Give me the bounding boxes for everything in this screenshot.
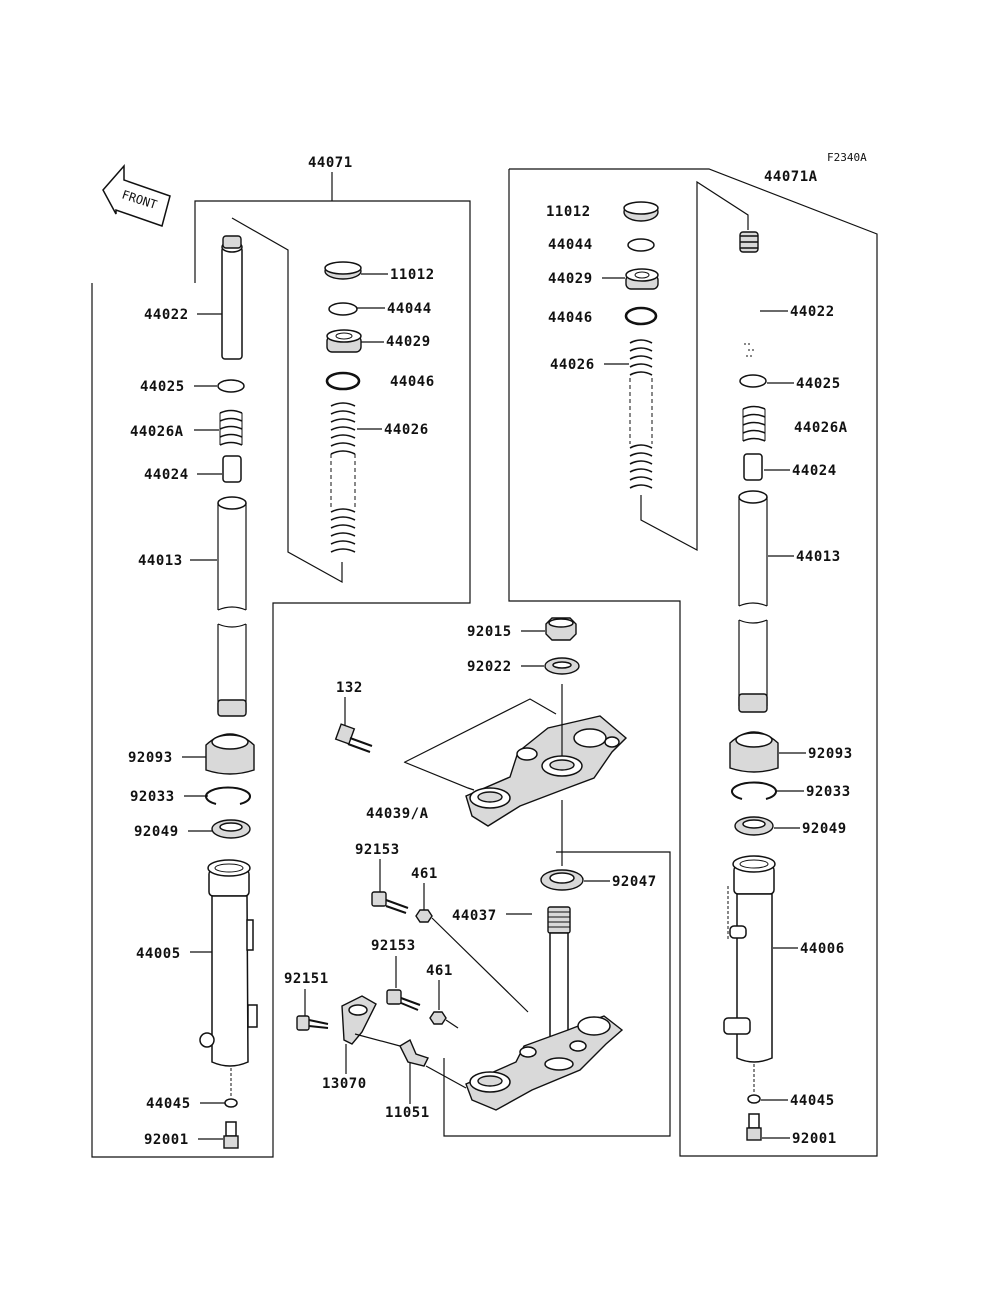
part-44045-right [747, 1094, 761, 1104]
part-44046-right [624, 306, 658, 326]
part-44024-right [743, 453, 763, 481]
part-44026A-right [742, 405, 766, 442]
label-l-44044: 44044 [387, 301, 432, 317]
label-r-11012: 11012 [546, 204, 591, 220]
label-r-44024: 44024 [792, 463, 837, 479]
front-arrow-icon: FRONT [102, 164, 171, 227]
part-44025-left [217, 379, 245, 393]
label-l-44013: 44013 [138, 553, 183, 569]
label-l-92093: 92093 [128, 750, 173, 766]
label-r-44045: 44045 [790, 1093, 835, 1109]
label-l-44026A: 44026A [130, 424, 184, 440]
part-461-nut-a [415, 909, 433, 923]
label-c-92015: 92015 [467, 624, 512, 640]
label-r-44022: 44022 [790, 304, 835, 320]
label-c-92153b: 92153 [371, 938, 416, 954]
label-c-44039: 44039/A [366, 806, 429, 822]
label-l-92001: 92001 [144, 1132, 189, 1148]
left-upper-stack: 11012 44044 44029 44046 44026 [324, 261, 435, 553]
part-44005-left [199, 859, 258, 1067]
label-r-44026A: 44026A [794, 420, 848, 436]
label-l-92033: 92033 [130, 789, 175, 805]
part-132-bolt [334, 723, 373, 753]
part-44046-left [325, 371, 361, 391]
label-l-44005: 44005 [136, 946, 181, 962]
label-c-132: 132 [336, 680, 363, 696]
part-44025-right [739, 374, 767, 388]
part-44044-left [328, 302, 358, 316]
part-44006-right [723, 855, 776, 1063]
label-c-461b: 461 [426, 963, 453, 979]
label-c-461a: 461 [411, 866, 438, 882]
label-c-13070: 13070 [322, 1076, 367, 1092]
part-92033-right [731, 781, 777, 800]
label-c-92022: 92022 [467, 659, 512, 675]
part-92093-right [729, 731, 779, 773]
label-c-92151: 92151 [284, 971, 329, 987]
part-44045-left [224, 1098, 238, 1108]
left-fork-assembly: 44022 44025 44026A 44024 44013 [128, 217, 343, 1149]
part-92151-bolt [296, 1015, 329, 1031]
label-l-11012: 11012 [390, 267, 435, 283]
label-l-92049: 92049 [134, 824, 179, 840]
right-upper-stack: 11012 44044 44029 44046 44026 [546, 180, 749, 552]
part-92001-left [223, 1121, 239, 1149]
part-11051-clamp [399, 1038, 429, 1067]
group-label-left: 44071 [308, 155, 353, 171]
part-44029-left [326, 329, 362, 353]
label-l-44025: 44025 [140, 379, 185, 395]
part-13070-bracket [341, 995, 377, 1045]
part-44029-right [625, 268, 659, 290]
right-fork-assembly: 44022 44025 44026A 44024 44013 [723, 231, 853, 1147]
part-44044-right [627, 238, 655, 252]
part-92093-left [205, 733, 255, 775]
label-c-92153a: 92153 [355, 842, 400, 858]
part-92015 [545, 617, 577, 641]
part-44022-left [221, 235, 243, 360]
part-92153-bolt-b [386, 989, 421, 1011]
label-l-44026: 44026 [384, 422, 429, 438]
part-44024-left [222, 455, 242, 483]
diagram-code: F2340A [827, 151, 867, 164]
part-44037-stem [465, 906, 624, 1111]
label-r-44029: 44029 [548, 271, 593, 287]
part-44013-left [217, 496, 247, 717]
label-r-44025: 44025 [796, 376, 841, 392]
part-92049-left [211, 819, 251, 839]
label-r-92033: 92033 [806, 784, 851, 800]
part-44013-right [738, 490, 768, 713]
label-r-92001: 92001 [792, 1131, 837, 1147]
label-l-44046: 44046 [390, 374, 435, 390]
part-461-nut-b [429, 1011, 447, 1025]
group-boundaries [91, 168, 878, 1158]
label-r-44006: 44006 [800, 941, 845, 957]
label-r-44013: 44013 [796, 549, 841, 565]
part-92047 [540, 869, 584, 891]
label-l-44024: 44024 [144, 467, 189, 483]
label-c-11051: 11051 [385, 1105, 430, 1121]
label-l-44045: 44045 [146, 1096, 191, 1112]
centre-assembly: 92015 92022 44039/A 132 [284, 617, 657, 1121]
label-r-92049: 92049 [802, 821, 847, 837]
part-44026-left [330, 402, 356, 553]
part-44026A-left [219, 409, 243, 446]
group-label-right: 44071A [764, 169, 818, 185]
label-r-44046: 44046 [548, 310, 593, 326]
label-r-44026: 44026 [550, 357, 595, 373]
label-c-92047: 92047 [612, 874, 657, 890]
part-92033-left [205, 786, 251, 805]
label-l-44029: 44029 [386, 334, 431, 350]
label-r-44044: 44044 [548, 237, 593, 253]
part-92049-right [734, 816, 774, 836]
part-44039-upper-clamp [465, 715, 628, 827]
part-92153-bolt-a [371, 891, 409, 914]
label-r-92093: 92093 [808, 746, 853, 762]
label-l-44022: 44022 [144, 307, 189, 323]
part-92001-right [746, 1113, 762, 1141]
part-44026-right [629, 339, 653, 489]
part-44022-right [739, 231, 759, 253]
label-c-44037: 44037 [452, 908, 497, 924]
